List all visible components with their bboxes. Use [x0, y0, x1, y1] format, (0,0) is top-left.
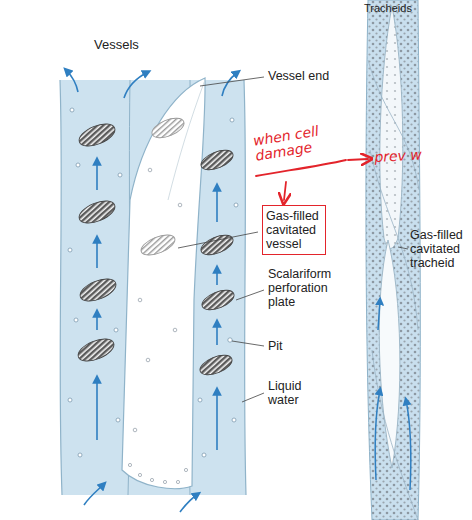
- perforation-plates: [149, 114, 187, 142]
- pits: [70, 108, 74, 112]
- perforation-plates: [75, 335, 117, 366]
- perforation-plates: [197, 351, 235, 379]
- tracheid-flow-arrows: [375, 300, 411, 490]
- tracheid-flow-arrows: [378, 300, 380, 330]
- vessel-dots: [128, 168, 187, 483]
- flow-arrows: [216, 322, 218, 345]
- part-label: Liquid water: [268, 379, 320, 407]
- perforation-plates: [76, 120, 118, 151]
- flow-arrows: [96, 160, 98, 190]
- perforation-plates: [76, 197, 118, 228]
- pits: [118, 173, 122, 177]
- tracheid-flow-arrows: [406, 400, 411, 490]
- pits: [228, 338, 232, 342]
- perforation-plates: [138, 231, 177, 259]
- tracheid-column: [372, 350, 418, 520]
- vessel-dots: [138, 473, 141, 476]
- flow-arrows: [96, 378, 98, 440]
- pits: [114, 328, 118, 332]
- vessel-bundle: [122, 78, 205, 489]
- perforation-plates: [198, 231, 236, 259]
- vessel-bundle: [168, 80, 205, 200]
- vessel-dots: [173, 328, 177, 332]
- pits: [234, 203, 238, 207]
- flow-arrows: [96, 238, 98, 268]
- pits: [76, 163, 80, 167]
- highlight-box: Gas-filled cavitated vessel: [262, 205, 326, 255]
- part-label: Pit: [268, 339, 283, 353]
- flow-arrows: [216, 390, 218, 450]
- vessel-dots: [150, 478, 153, 481]
- vessel-dots: [184, 468, 187, 471]
- pits: [68, 398, 72, 402]
- vessel-dots: [178, 203, 182, 207]
- perforation-plates: [77, 275, 119, 306]
- vessel-dots: [176, 480, 179, 483]
- leader-lines: [178, 232, 258, 248]
- vessel-dots: [133, 428, 137, 432]
- leader-lines: [178, 77, 408, 402]
- leader-lines: [398, 247, 408, 249]
- flow-arrows: [66, 70, 238, 512]
- pits: [68, 108, 238, 457]
- pits: [202, 453, 206, 457]
- leader-lines: [200, 77, 264, 86]
- flow-arrows: [222, 72, 238, 96]
- pits: [68, 248, 72, 252]
- perforation-plates: [75, 114, 237, 379]
- pits: [230, 118, 234, 122]
- handwritten-marks: [256, 159, 368, 200]
- leader-lines: [232, 341, 264, 346]
- flow-arrows: [180, 494, 198, 512]
- flow-arrows: [84, 484, 104, 505]
- leader-lines: [242, 393, 264, 402]
- pits: [198, 398, 202, 402]
- leader-lines: [236, 290, 264, 300]
- box-text: Gas-filled cavitated vessel: [266, 209, 322, 251]
- flow-arrows: [216, 268, 218, 285]
- pits: [232, 418, 236, 422]
- perforation-plates: [199, 286, 237, 314]
- flow-arrows: [124, 72, 148, 98]
- flow-arrows: [96, 312, 98, 330]
- handwritten-note: when cell damage: [252, 120, 348, 164]
- vessel-bundle: [60, 80, 62, 495]
- flow-arrows: [216, 186, 218, 222]
- perforation-plates: [198, 146, 236, 174]
- part-label: Scalariform perforation plate: [268, 267, 350, 309]
- vessel-bundle: [244, 80, 246, 495]
- handwritten-marks: [348, 159, 368, 160]
- tracheid-column: [380, 6, 403, 249]
- pits: [74, 318, 78, 322]
- tracheid-flow-arrows: [375, 390, 380, 480]
- tracheid-column: [368, 60, 419, 190]
- vessel-dots: [148, 168, 152, 172]
- tracheid-column: [379, 240, 400, 468]
- vessel-dots: [146, 358, 150, 362]
- part-label: Vessel end: [268, 69, 329, 83]
- flow-arrows: [66, 70, 78, 92]
- pits: [78, 453, 82, 457]
- handwritten-note: prev w: [374, 148, 422, 165]
- pits: [116, 418, 120, 422]
- handwritten-marks: [256, 160, 346, 176]
- handwritten-marks: [284, 182, 286, 200]
- part-label: Gas-filled cavitated tracheid: [410, 228, 470, 270]
- panel-title: Tracheids: [364, 1, 412, 15]
- vessel-dots: [138, 298, 142, 302]
- vessel-dots: [163, 480, 166, 483]
- panel-title: Vessels: [94, 38, 139, 52]
- vessel-bundle: [60, 78, 246, 495]
- vessel-dots: [128, 463, 131, 466]
